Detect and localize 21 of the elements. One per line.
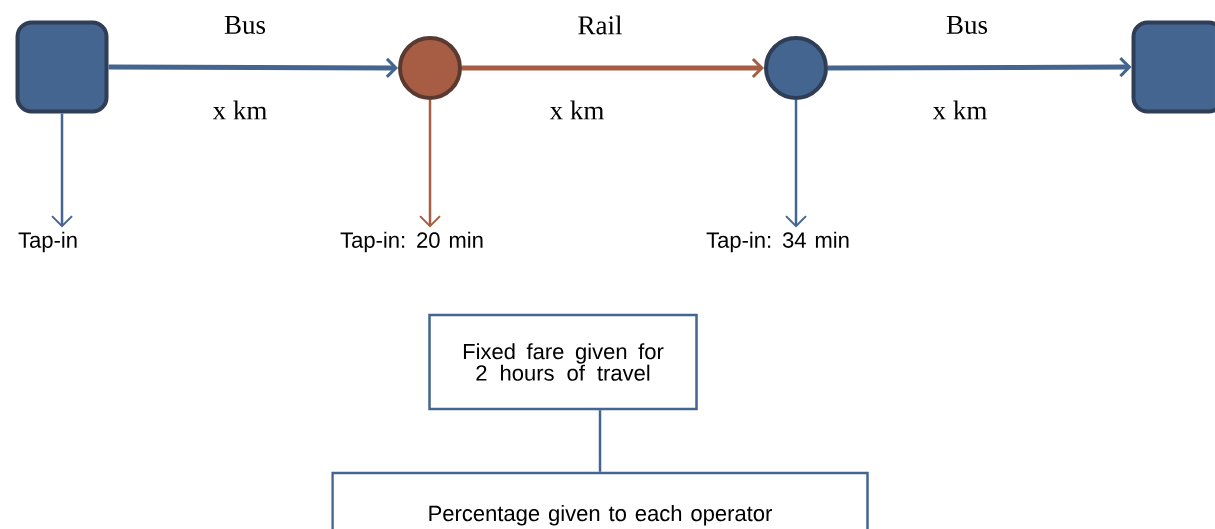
arrow — [108, 57, 398, 78]
station-circle — [398, 36, 462, 100]
station-square — [1131, 20, 1215, 114]
text-box: Percentage given to each operator — [331, 471, 869, 529]
tap-in-label: Tap-in — [18, 231, 77, 253]
edge-label: Bus — [222, 14, 268, 36]
distance-label: x km — [212, 100, 267, 120]
arrow — [419, 100, 441, 228]
arrow — [785, 100, 807, 228]
tap-in-label: Tap-in: 34 min — [706, 231, 849, 253]
distance-label: x km — [549, 100, 604, 120]
edge-label: Bus — [944, 14, 990, 36]
text-box: Fixed fare given for 2 hours of travel — [428, 313, 698, 411]
distance-label: x km — [932, 100, 987, 120]
edge-label: Rail — [575, 13, 625, 37]
station-circle — [764, 36, 828, 100]
arrow — [462, 57, 764, 79]
arrow — [51, 113, 73, 228]
tap-in-label: Tap-in: 20 min — [340, 231, 483, 253]
arrow — [828, 57, 1132, 78]
station-square — [15, 20, 109, 114]
